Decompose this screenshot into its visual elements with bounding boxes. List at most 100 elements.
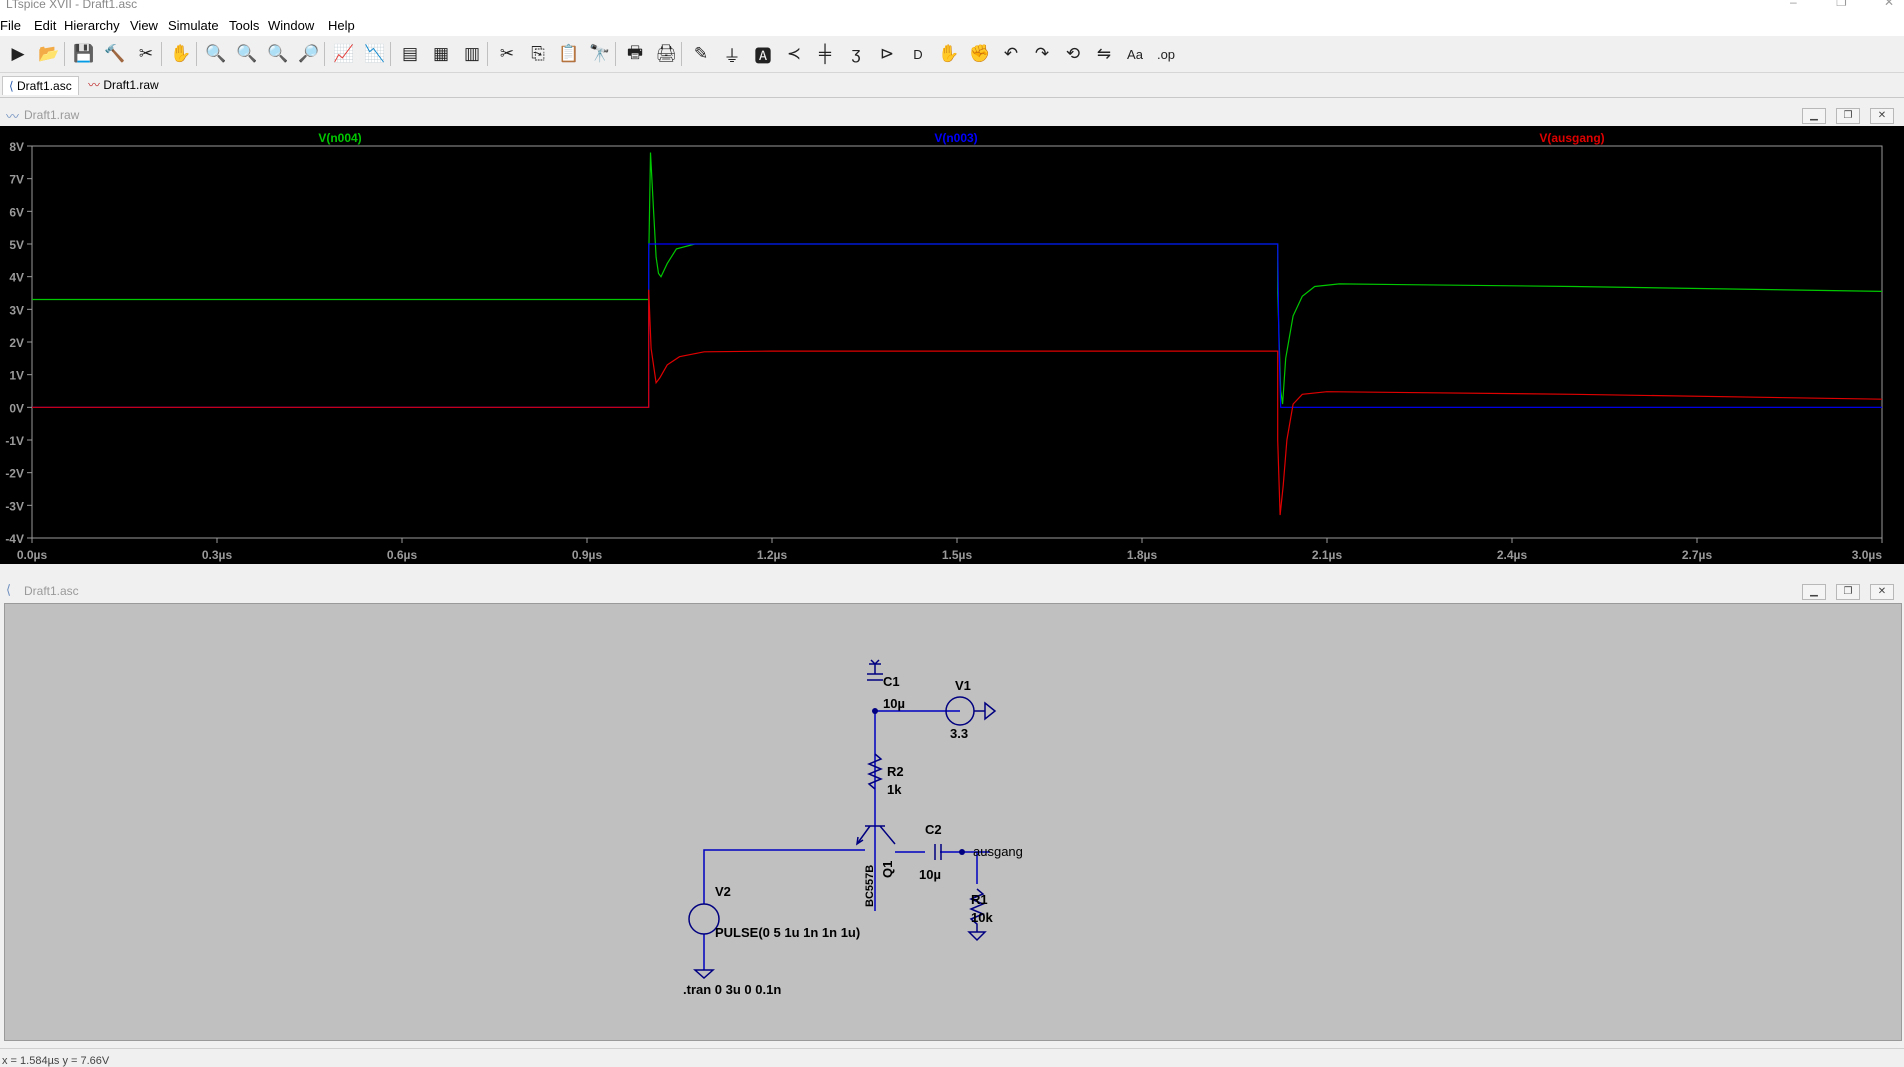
save-icon[interactable]: 💾 — [73, 44, 95, 63]
label-net-icon[interactable]: 🅰 — [754, 46, 772, 66]
capacitor-icon[interactable]: ╪ — [818, 44, 832, 63]
schematic-icon: ⟨ — [9, 79, 18, 93]
v2-symbol — [688, 903, 720, 935]
spice-directive: .tran 0 3u 0 0.1n — [683, 982, 781, 997]
redo-icon[interactable]: ↷ — [1034, 44, 1050, 63]
print-preview-icon[interactable]: 🖶 — [626, 42, 644, 62]
ground-icon[interactable]: ⏚ — [723, 46, 741, 66]
zoom-full-icon[interactable]: 🔍 — [236, 44, 258, 63]
draw-wire-icon[interactable]: ✎ — [693, 44, 709, 63]
status-bar: x = 1.584µs y = 7.66V — [0, 1048, 1904, 1067]
mirror-icon[interactable]: ⇋ — [1096, 44, 1112, 63]
diode-icon[interactable]: ⊳ — [879, 44, 895, 63]
plot-close-button[interactable]: ✕ — [1870, 108, 1894, 124]
drag-icon[interactable]: ✊ — [969, 44, 991, 63]
move-icon[interactable]: ✋ — [938, 44, 960, 63]
tab-draft1-asc[interactable]: ⟨ Draft1.asc — [2, 76, 79, 95]
menu-window[interactable]: Window — [268, 18, 315, 33]
schematic-minimize-button[interactable]: ▁ — [1802, 584, 1826, 600]
legend-V(n003): V(n003) — [934, 131, 977, 145]
y-tick-label: 3V — [9, 303, 24, 317]
run-icon[interactable]: ▶ — [11, 44, 25, 63]
x-tick-label: 0.9µs — [572, 548, 603, 562]
find-icon[interactable]: 🔭 — [589, 44, 611, 63]
waveform-icon: 〰 — [88, 78, 104, 92]
x-tick-label: 0.0µs — [17, 548, 48, 562]
series-line-V(n004) — [32, 152, 1883, 405]
schematic-drawing[interactable]: C1 10µ V1 3.3 R2 1k C2 10µ ausgang R1 10… — [5, 604, 1901, 1040]
plot-settings-icon[interactable]: 📉 — [364, 44, 386, 63]
rotate-icon[interactable]: ⟲ — [1065, 44, 1081, 63]
inductor-icon[interactable]: ʒ — [851, 44, 861, 63]
y-tick-label: -3V — [5, 499, 24, 513]
r1-symbol — [967, 888, 987, 942]
component-icon[interactable]: D — [913, 46, 923, 62]
tile-vertical-icon[interactable]: ▥ — [463, 44, 481, 63]
menu-file[interactable]: File — [0, 18, 21, 33]
window-title-bar: LTspice XVII - Draft1.asc – ❐ ✕ — [0, 0, 1904, 14]
zoom-in-icon[interactable]: 🔍 — [205, 44, 227, 63]
pan-hand-icon[interactable]: ✋ — [170, 44, 192, 63]
plot-frame — [31, 145, 1883, 539]
cursor-readout: x = 1.584µs y = 7.66V — [2, 1055, 110, 1067]
cascade-icon[interactable]: ▦ — [432, 44, 450, 63]
r1-name: R1 — [971, 892, 988, 907]
plot-minimize-button[interactable]: ▁ — [1802, 108, 1826, 124]
tile-horizontal-icon[interactable]: ▤ — [401, 44, 419, 63]
q1-symbol — [856, 825, 896, 846]
x-tick-label: 1.2µs — [757, 548, 788, 562]
y-tick-label: 5V — [9, 238, 24, 252]
tab-label: Draft1.asc — [17, 79, 72, 93]
halt-icon[interactable]: ✂ — [138, 44, 154, 63]
zoom-cancel-icon[interactable]: 🔎 — [298, 44, 320, 63]
junction-dots — [872, 708, 965, 855]
schematic-restore-button[interactable]: ❐ — [1836, 584, 1860, 600]
schematic-labels: C1 10µ V1 3.3 R2 1k C2 10µ ausgang R1 10… — [683, 674, 1023, 997]
x-tick-label: 3.0µs — [1852, 548, 1883, 562]
minimize-button[interactable]: – — [1790, 0, 1797, 9]
y-tick-label: 2V — [9, 336, 24, 350]
print-icon[interactable]: 🖨 — [655, 44, 677, 63]
spice-directive-icon[interactable]: .op — [1156, 46, 1176, 62]
ground-symbol — [693, 969, 715, 980]
menu-view[interactable]: View — [130, 18, 158, 33]
v1-name: V1 — [955, 678, 971, 693]
cut-icon[interactable]: ✂ — [499, 44, 515, 63]
autorange-icon[interactable]: 📈 — [333, 44, 355, 63]
plot-restore-button[interactable]: ❐ — [1836, 108, 1860, 124]
r2-name: R2 — [887, 764, 904, 779]
copy-icon[interactable]: ⎘ — [531, 44, 545, 63]
schematic-window-title: Draft1.asc — [24, 584, 79, 598]
v2-value: PULSE(0 5 1u 1n 1n 1u) — [715, 925, 860, 940]
close-button[interactable]: ✕ — [1884, 0, 1895, 9]
open-icon[interactable]: 📂 — [38, 44, 60, 63]
x-tick-label: 0.6µs — [387, 548, 418, 562]
toolbar-separator — [64, 42, 65, 66]
control-panel-icon[interactable]: 🔨 — [104, 44, 126, 63]
y-tick-label: -2V — [5, 467, 24, 481]
tab-draft1-raw[interactable]: 〰 Draft1.raw — [82, 76, 165, 94]
menu-hierarchy[interactable]: Hierarchy — [64, 18, 120, 33]
schematic-close-button[interactable]: ✕ — [1870, 584, 1894, 600]
toolbar: ▶ 📂 💾 🔨 ✂ ✋ 🔍 🔍 🔍 🔎 📈 📉 ▤ ▦ ▥ ✂ ⎘ 📋 🔭 🖶 🖨 ✎ ⏚ 🅰 ≺ ╪ ʒ ⊳ D ✋ ✊ ↶ ↷ ⟲ ⇋ Aa .op — [0, 36, 1904, 73]
y-tick-label: 0V — [9, 401, 24, 415]
text-icon[interactable]: Aa — [1127, 46, 1143, 62]
q1-name: Q1 — [880, 861, 895, 878]
resistor-icon[interactable]: ≺ — [786, 44, 802, 63]
zoom-out-icon[interactable]: 🔍 — [267, 44, 289, 63]
legend-V(n004): V(n004) — [318, 131, 361, 145]
menu-edit[interactable]: Edit — [34, 18, 57, 33]
menu-tools[interactable]: Tools — [229, 18, 260, 33]
maximize-button[interactable]: ❐ — [1836, 0, 1847, 9]
net-label-ausgang: ausgang — [973, 844, 1023, 859]
undo-icon[interactable]: ↶ — [1003, 44, 1019, 63]
schematic-canvas[interactable]: C1 10µ V1 3.3 R2 1k C2 10µ ausgang R1 10… — [4, 603, 1902, 1041]
paste-icon[interactable]: 📋 — [558, 44, 580, 63]
r2-value: 1k — [887, 782, 902, 797]
x-tick-label: 2.4µs — [1497, 548, 1528, 562]
toolbar-separator — [487, 42, 488, 66]
menu-help[interactable]: Help — [328, 18, 355, 33]
menu-simulate[interactable]: Simulate — [168, 18, 219, 33]
